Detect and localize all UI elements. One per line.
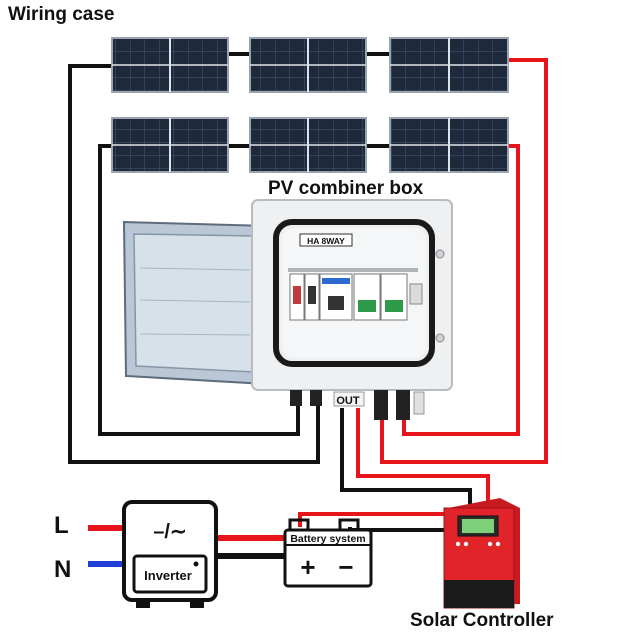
combiner-door	[122, 220, 270, 386]
inverter-label: Inverter	[144, 568, 192, 583]
line-l-label: L	[54, 512, 69, 539]
combiner-box-label: PV combiner box	[268, 178, 424, 199]
combiner-model-plate: HA 8WAY	[307, 236, 345, 246]
surge-protector	[353, 273, 408, 321]
positive-wire-row1	[380, 58, 548, 464]
line-n-label: N	[54, 556, 72, 583]
dc-breaker	[319, 273, 353, 321]
wires	[68, 52, 548, 567]
combiner-box: HA 8WAY	[122, 199, 453, 420]
output-positive-wire	[356, 408, 490, 508]
out-label: OUT	[336, 395, 360, 407]
negative-wire-row2	[98, 144, 300, 436]
mc4-inputs-negative	[290, 390, 322, 406]
output-negative-wire	[340, 408, 472, 508]
solar-controller-label: Solar Controller	[410, 610, 554, 631]
battery-positive-wire	[298, 512, 448, 527]
fuse-holders	[289, 273, 320, 321]
negative-wire-row1	[68, 64, 320, 464]
battery-minus: −	[338, 552, 353, 582]
positive-wire-row2	[402, 144, 520, 436]
solar-panel-array	[111, 37, 509, 173]
inverter-symbol: –/∼	[153, 521, 186, 543]
mc4-inputs-positive	[374, 390, 425, 420]
solar-panel	[389, 37, 509, 93]
solar-panel	[249, 117, 367, 173]
battery-label: Battery system	[290, 533, 365, 545]
diagram-title: Wiring case	[8, 4, 115, 25]
solar-panel	[111, 37, 229, 93]
solar-controller	[443, 498, 520, 609]
battery-system: Battery system + −	[283, 518, 373, 588]
solar-panel	[249, 37, 367, 93]
battery-plus: +	[300, 552, 315, 582]
inverter: –/∼ Inverter	[122, 500, 218, 608]
solar-panel	[389, 117, 509, 173]
output-gland	[333, 391, 365, 407]
solar-panel	[111, 117, 229, 173]
